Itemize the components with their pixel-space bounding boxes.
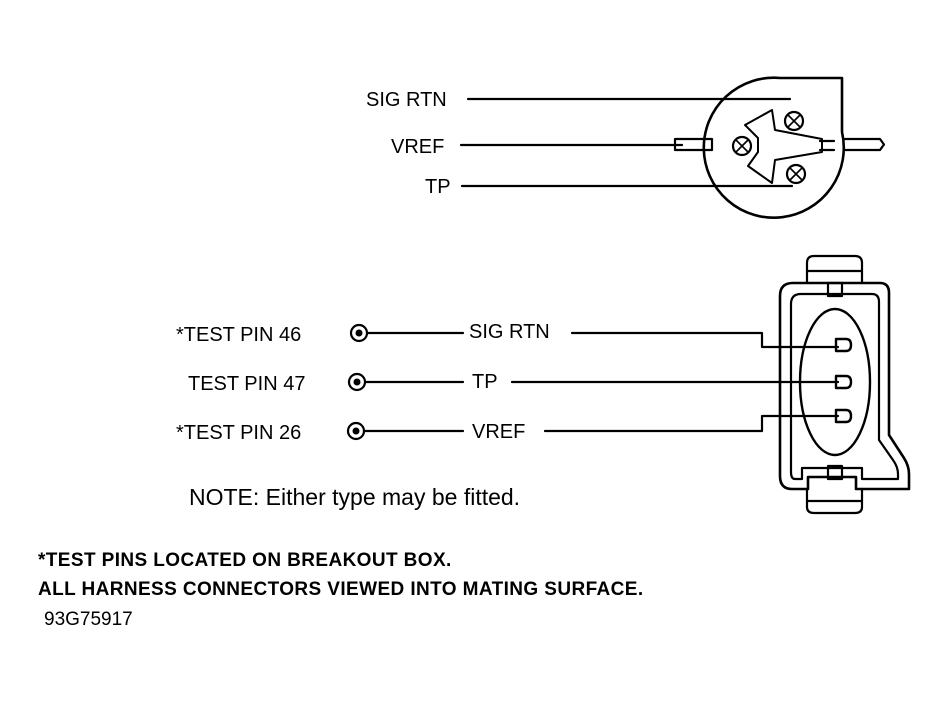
signal-label-vref: VREF [472, 421, 526, 443]
top-label-sig-rtn: SIG RTN [366, 89, 447, 111]
top-label-vref: VREF [391, 136, 445, 158]
figure-code: 93G75917 [44, 609, 133, 630]
rect-connector-body [778, 281, 911, 491]
terminal-bottom [785, 163, 807, 185]
rect-connector-inner [789, 292, 900, 481]
footnote-harness: ALL HARNESS CONNECTORS VIEWED INTO MATIN… [38, 579, 644, 600]
terminal-top [783, 110, 805, 132]
key-shape [744, 109, 823, 184]
signal-label-sig-rtn: SIG RTN [469, 321, 550, 343]
round-connector-body [702, 76, 846, 220]
signal-label-tp: TP [472, 371, 498, 393]
rect-connector [346, 254, 911, 515]
terminal-2 [834, 374, 853, 390]
right-tab [843, 137, 886, 152]
top-lock-tab [805, 254, 864, 285]
terminal-3 [834, 408, 853, 424]
note-text: NOTE: Either type may be fitted. [189, 484, 521, 510]
terminal-1 [834, 337, 853, 353]
footnote-test-pins: *TEST PINS LOCATED ON BREAKOUT BOX. [38, 550, 452, 571]
round-connector [459, 76, 886, 220]
test-pin-46-label: *TEST PIN 46 [176, 324, 302, 346]
connector-face [798, 307, 872, 457]
left-tab [673, 137, 714, 152]
top-label-tp: TP [425, 176, 451, 198]
test-pin-47-label: TEST PIN 47 [188, 373, 306, 395]
terminal-left [731, 135, 753, 157]
test-pin-26-label: *TEST PIN 26 [176, 422, 302, 444]
bottom-lock-tab [805, 487, 864, 515]
